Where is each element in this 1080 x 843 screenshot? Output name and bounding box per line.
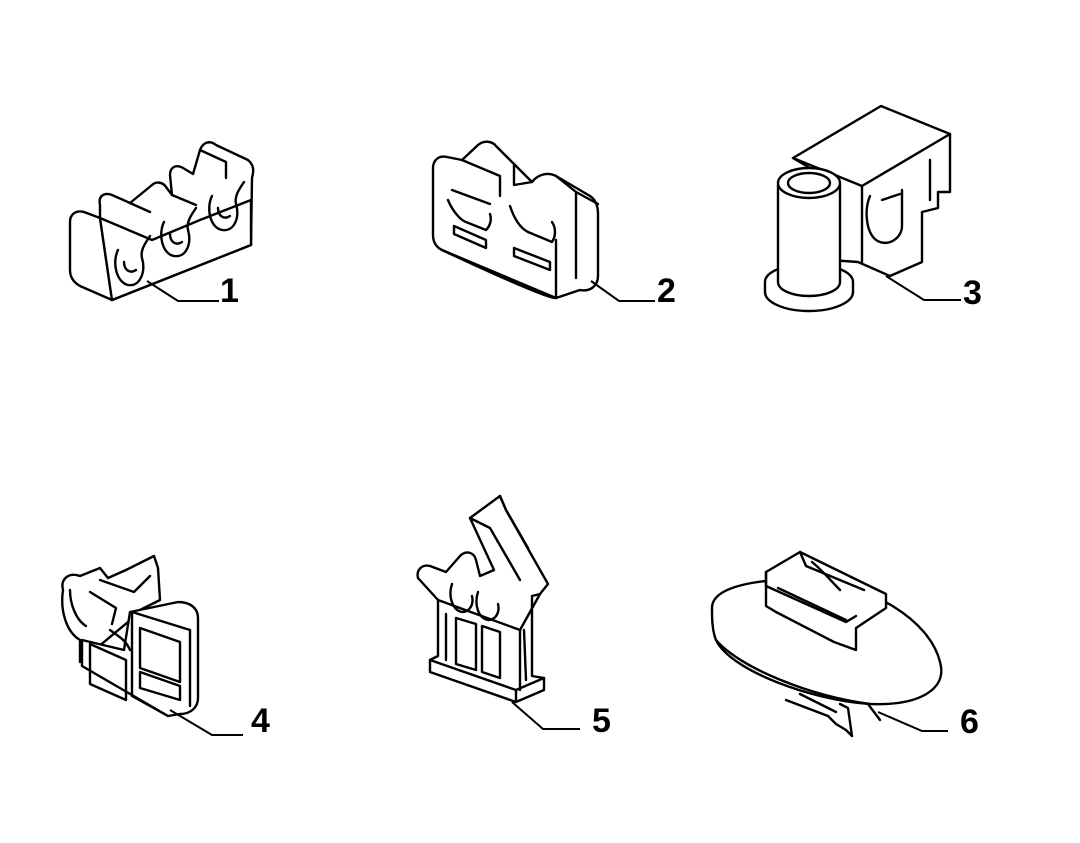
- part-5-bracket-clip-with-flap: [416, 494, 550, 704]
- leader-line-1: [146, 280, 219, 302]
- leader-line-6: [877, 711, 948, 732]
- callout-1: 1: [220, 272, 239, 310]
- part-1-triple-pipe-clip: [68, 141, 255, 302]
- callout-6: 6: [960, 703, 979, 741]
- part-3-clip-with-stud: [763, 104, 952, 313]
- callout-4: 4: [251, 702, 270, 740]
- part-6-oval-push-clip: [710, 550, 943, 738]
- leader-line-5: [511, 701, 580, 730]
- leader-line-3: [885, 275, 961, 301]
- callout-2: 2: [657, 272, 676, 310]
- callout-5: 5: [592, 702, 611, 740]
- leader-line-4: [169, 709, 243, 736]
- part-4-hinged-cable-clip: [61, 554, 200, 718]
- leader-line-2: [590, 280, 655, 302]
- part-2-double-clip: [431, 140, 600, 300]
- callout-3: 3: [963, 274, 982, 312]
